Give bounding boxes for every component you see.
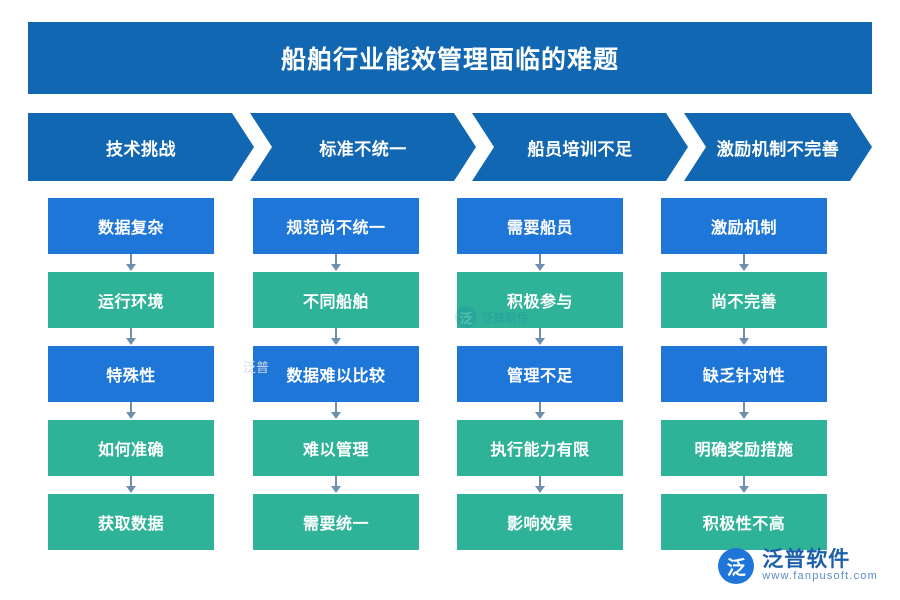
cell-wrapper: 影响效果 xyxy=(457,494,623,550)
chevron-header-row: 技术挑战 标准不统一 船员培训不足 激励机制不完善 xyxy=(28,113,872,181)
flow-box-label: 数据复杂 xyxy=(97,220,164,237)
chevron-header-4[interactable]: 激励机制不完善 xyxy=(684,113,872,181)
flow-box-label: 积极参与 xyxy=(506,294,573,311)
chevron-header-label: 船员培训不足 xyxy=(527,139,633,159)
cell-wrapper: 获取数据 xyxy=(48,494,214,550)
cell-wrapper: 数据难以比较 xyxy=(253,346,419,419)
down-arrow-icon xyxy=(736,402,752,419)
flow-box-label: 影响效果 xyxy=(506,516,573,533)
chevron-header-label: 激励机制不完善 xyxy=(716,139,840,159)
down-arrow-icon xyxy=(736,328,752,345)
flow-box-label: 激励机制 xyxy=(710,220,777,237)
flow-box[interactable]: 需要船员 xyxy=(457,198,623,254)
logo-badge-icon: 泛 xyxy=(718,548,755,584)
flow-box[interactable]: 执行能力有限 xyxy=(457,420,623,476)
flow-box-label: 运行环境 xyxy=(97,294,164,311)
chevron-header-label: 标准不统一 xyxy=(319,139,407,159)
flow-box-label: 难以管理 xyxy=(302,442,369,459)
flow-box[interactable]: 数据复杂 xyxy=(48,198,214,254)
page-title: 船舶行业能效管理面临的难题 xyxy=(280,46,619,74)
flow-box[interactable]: 缺乏针对性 xyxy=(661,346,827,402)
chevron-header-2[interactable]: 标准不统一 xyxy=(250,113,476,181)
down-arrow-icon xyxy=(123,476,139,493)
logo-text-group: 泛普软件 www.fanpusoft.com xyxy=(762,549,878,583)
down-arrow-icon xyxy=(532,254,548,271)
flow-box[interactable]: 尚不完善 xyxy=(661,272,827,328)
down-arrow-icon xyxy=(532,328,548,345)
chevron-header-label: 技术挑战 xyxy=(106,139,176,159)
flow-box-label: 缺乏针对性 xyxy=(702,368,786,385)
flow-box-label: 数据难以比较 xyxy=(286,368,386,385)
flow-box-label: 积极性不高 xyxy=(702,516,786,533)
down-arrow-icon xyxy=(328,328,344,345)
flow-box-label: 规范尚不统一 xyxy=(286,220,386,237)
flow-box[interactable]: 影响效果 xyxy=(457,494,623,550)
cell-wrapper: 需要统一 xyxy=(253,494,419,550)
cell-wrapper: 积极参与 xyxy=(457,272,623,345)
cell-wrapper: 不同船舶 xyxy=(253,272,419,345)
cell-wrapper: 特殊性 xyxy=(48,346,214,419)
chevron-header-3[interactable]: 船员培训不足 xyxy=(472,113,688,181)
flow-box[interactable]: 获取数据 xyxy=(48,494,214,550)
column-crew-training: 需要船员 积极参与 管理不足 执行能力有限 影响效果 xyxy=(457,198,623,568)
logo-name-en: www.fanpusoft.com xyxy=(762,570,878,583)
flow-box[interactable]: 数据难以比较 xyxy=(253,346,419,402)
column-technical-challenge: 数据复杂 运行环境 特殊性 如何准确 获取数据 xyxy=(48,198,214,568)
cell-wrapper: 管理不足 xyxy=(457,346,623,419)
flow-box[interactable]: 积极性不高 xyxy=(661,494,827,550)
flow-box-label: 获取数据 xyxy=(97,516,164,533)
brand-logo: 泛 泛普软件 www.fanpusoft.com xyxy=(718,548,878,584)
flow-box[interactable]: 运行环境 xyxy=(48,272,214,328)
flow-box[interactable]: 如何准确 xyxy=(48,420,214,476)
flow-box-label: 需要船员 xyxy=(506,220,573,237)
logo-name-cn: 泛普软件 xyxy=(762,548,851,572)
cell-wrapper: 缺乏针对性 xyxy=(661,346,827,419)
cell-wrapper: 难以管理 xyxy=(253,420,419,493)
down-arrow-icon xyxy=(328,254,344,271)
title-banner: 船舶行业能效管理面临的难题 xyxy=(28,22,872,94)
flow-box-label: 尚不完善 xyxy=(710,294,777,311)
cell-wrapper: 如何准确 xyxy=(48,420,214,493)
down-arrow-icon xyxy=(328,476,344,493)
flow-box[interactable]: 难以管理 xyxy=(253,420,419,476)
flow-box[interactable]: 特殊性 xyxy=(48,346,214,402)
flow-box-label: 特殊性 xyxy=(106,368,156,385)
flow-box-label: 如何准确 xyxy=(97,442,164,459)
down-arrow-icon xyxy=(532,476,548,493)
flow-box-label: 执行能力有限 xyxy=(490,442,590,459)
flow-box-label: 不同船舶 xyxy=(302,294,369,311)
down-arrow-icon xyxy=(123,328,139,345)
flow-box-label: 管理不足 xyxy=(506,368,573,385)
cell-wrapper: 激励机制 xyxy=(661,198,827,271)
flow-box[interactable]: 积极参与 xyxy=(457,272,623,328)
cell-wrapper: 尚不完善 xyxy=(661,272,827,345)
down-arrow-icon xyxy=(123,402,139,419)
cell-wrapper: 规范尚不统一 xyxy=(253,198,419,271)
column-standard-inconsistent: 规范尚不统一 不同船舶 数据难以比较 难以管理 需要统一 xyxy=(253,198,419,568)
flow-box[interactable]: 明确奖励措施 xyxy=(661,420,827,476)
cell-wrapper: 明确奖励措施 xyxy=(661,420,827,493)
flow-box[interactable]: 管理不足 xyxy=(457,346,623,402)
down-arrow-icon xyxy=(328,402,344,419)
cell-wrapper: 执行能力有限 xyxy=(457,420,623,493)
cell-wrapper: 积极性不高 xyxy=(661,494,827,550)
cell-wrapper: 需要船员 xyxy=(457,198,623,271)
flow-box[interactable]: 需要统一 xyxy=(253,494,419,550)
down-arrow-icon xyxy=(736,476,752,493)
flow-box-label: 需要统一 xyxy=(302,516,369,533)
flow-box[interactable]: 不同船舶 xyxy=(253,272,419,328)
flow-box[interactable]: 激励机制 xyxy=(661,198,827,254)
down-arrow-icon xyxy=(123,254,139,271)
cell-wrapper: 数据复杂 xyxy=(48,198,214,271)
flow-box[interactable]: 规范尚不统一 xyxy=(253,198,419,254)
down-arrow-icon xyxy=(532,402,548,419)
cell-wrapper: 运行环境 xyxy=(48,272,214,345)
column-incentive-mechanism: 激励机制 尚不完善 缺乏针对性 明确奖励措施 积极性不高 xyxy=(661,198,827,568)
chevron-header-1[interactable]: 技术挑战 xyxy=(28,113,254,181)
flow-box-label: 明确奖励措施 xyxy=(694,442,794,459)
down-arrow-icon xyxy=(736,254,752,271)
